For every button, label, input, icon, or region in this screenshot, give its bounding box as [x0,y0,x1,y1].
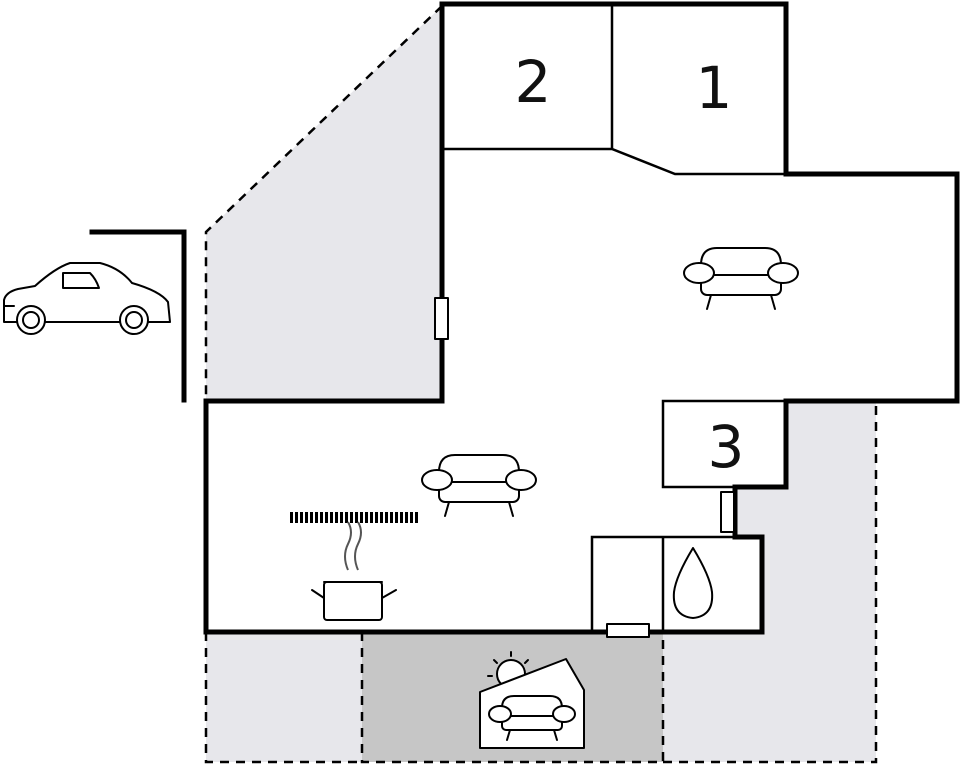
radiator-fin [295,512,298,523]
radiator-fin [415,512,418,523]
room-number-2: 2 [515,48,552,116]
radiator-fin [410,512,413,523]
door-icon [606,623,650,638]
radiator-fin [320,512,323,523]
radiator-fin [380,512,383,523]
radiator-fin [330,512,333,523]
radiator-fin [335,512,338,523]
radiator-fin [345,512,348,523]
door-icon [434,297,449,340]
radiator-fin [360,512,363,523]
radiator-fin [340,512,343,523]
radiator-fin [375,512,378,523]
radiator-fin [300,512,303,523]
radiator-fin [290,512,293,523]
radiator-icon [290,512,418,523]
kitchen-pot-icon [311,521,397,621]
bedroom-3-wall [661,399,788,489]
bathroom-wall [590,535,764,634]
radiator-fin [325,512,328,523]
radiator-fin [390,512,393,523]
radiator-fin [395,512,398,523]
garden-area-right [663,401,876,762]
radiator-fin [355,512,358,523]
garden-area-left [206,6,442,401]
car-icon [3,262,171,335]
radiator-fin [350,512,353,523]
radiator-fin [400,512,403,523]
carport-wall [89,229,187,403]
radiator-fin [405,512,408,523]
radiator-fin [385,512,388,523]
sofa-icon [421,454,537,517]
plot-boundary-left [204,5,443,401]
water-drop-icon [672,547,714,619]
radiator-fin [315,512,318,523]
plot-boundary-bottom-left [204,632,362,764]
plot-boundary-right [663,401,878,764]
room-number-1: 1 [696,54,733,122]
door-icon [720,491,735,533]
bedroom-wall [442,147,786,176]
sofa-icon [683,247,799,310]
terrace-boundary [360,632,665,764]
room-number-3: 3 [708,413,745,481]
radiator-fin [310,512,313,523]
radiator-fin [305,512,308,523]
garden-house-icon [479,651,585,749]
garden-area-bottom [206,632,362,762]
radiator-fin [370,512,373,523]
radiator-fin [365,512,368,523]
